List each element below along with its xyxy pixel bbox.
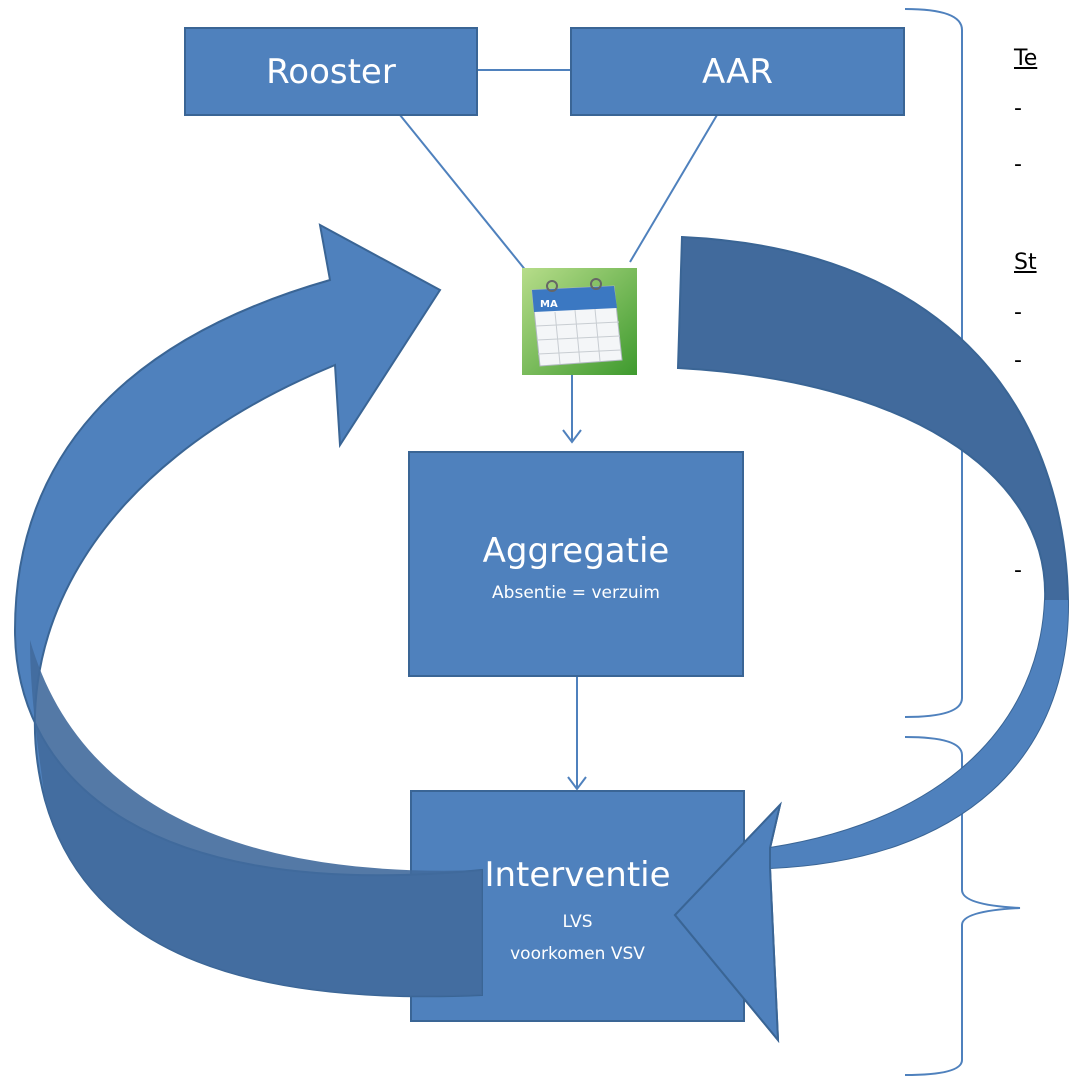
left-cycle-arrow-shade bbox=[30, 640, 482, 997]
rooster-box: Rooster bbox=[184, 27, 478, 116]
side-dash-3: - bbox=[1014, 300, 1022, 325]
side-dash-2: - bbox=[1014, 152, 1022, 177]
side-heading-te: Te bbox=[1014, 46, 1038, 71]
connector-aar-calendar bbox=[629, 114, 718, 263]
side-dash-4: - bbox=[1014, 348, 1022, 373]
right-cycle-arrowhead bbox=[673, 801, 782, 1043]
interventie-title: Interventie bbox=[484, 855, 671, 895]
bracket-lower bbox=[904, 736, 1021, 1076]
aar-box: AAR bbox=[570, 27, 905, 116]
aggregatie-subtitle: Absentie = verzuim bbox=[492, 583, 660, 603]
aggregatie-title: Aggregatie bbox=[482, 531, 670, 571]
right-cycle-arrow-front bbox=[770, 600, 1069, 868]
rooster-label: Rooster bbox=[266, 51, 396, 92]
aggregatie-box: Aggregatie Absentie = verzuim bbox=[408, 451, 744, 677]
aar-label: AAR bbox=[701, 51, 774, 92]
arrowhead-interventie bbox=[567, 776, 587, 791]
side-dash-1: - bbox=[1014, 96, 1022, 121]
calendar-icon: MA bbox=[522, 268, 637, 375]
side-dash-5: - bbox=[1014, 558, 1022, 583]
connector-rooster-calendar bbox=[399, 114, 528, 273]
interventie-subtitle-vsv: voorkomen VSV bbox=[510, 944, 645, 964]
calendar-icon-label: MA bbox=[540, 299, 558, 310]
interventie-subtitle-lvs: LVS bbox=[562, 912, 593, 932]
arrowhead-aggregatie bbox=[562, 429, 582, 444]
side-heading-st: St bbox=[1014, 250, 1037, 275]
